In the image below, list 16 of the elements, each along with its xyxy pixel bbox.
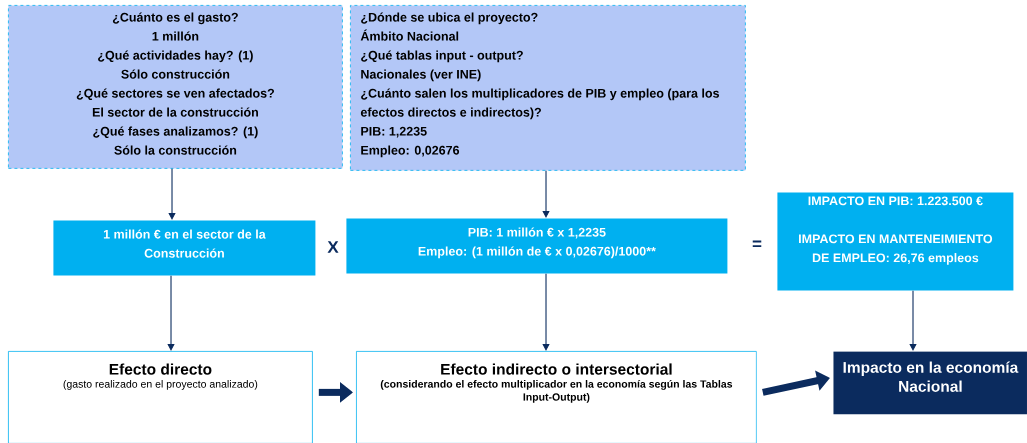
question-box: ¿Cuánto es el gasto? 1 millón ¿Qué actividades hay? (1) Sólo construcción ¿Qué sectores se ven afectados? El sector de la construcción ¿Qué fases analizamos? (1) Sólo la construcción: [8, 5, 343, 169]
question-box: ¿Dónde se ubica el proyecto? Ámbito Nacional ¿Qué tablas input - output? Nacionales (ver INE) ¿Cuánto salen los multiplicadores de PIB y empleo (para los efectos directos e indirectos)? PIB: 1,2235 Empleo: 0,02676: [350, 5, 746, 171]
calculation-box: 1 millón € en el sector de la Construcción: [53, 220, 316, 276]
arrow: [542, 170, 550, 218]
block-arrow: [762, 370, 830, 396]
calculation-box: IMPACTO EN PIB: 1.223.500 € IMPACTO EN MANTENEIMIENTO DE EMPLEO: 26,76 empleos: [777, 192, 1014, 291]
effect-box: Efecto indirecto o intersectorial (considerando el efecto multiplicador en la economía según las Tablas Input-Output): [356, 351, 757, 443]
arrow: [167, 275, 175, 351]
effect-box: Efecto directo (gasto realizado en el proyecto analizado): [8, 351, 313, 443]
operator-sign: X: [327, 241, 339, 253]
result-box: Impacto en la economía Nacional: [833, 351, 1027, 415]
arrow: [542, 273, 550, 351]
arrow: [909, 290, 917, 351]
arrow: [168, 168, 176, 220]
calculation-box: PIB: 1 millón € x 1,2235 Empleo: (1 millón de € x 0,02676)/1000**: [346, 218, 728, 274]
operator-sign: =: [752, 240, 762, 247]
